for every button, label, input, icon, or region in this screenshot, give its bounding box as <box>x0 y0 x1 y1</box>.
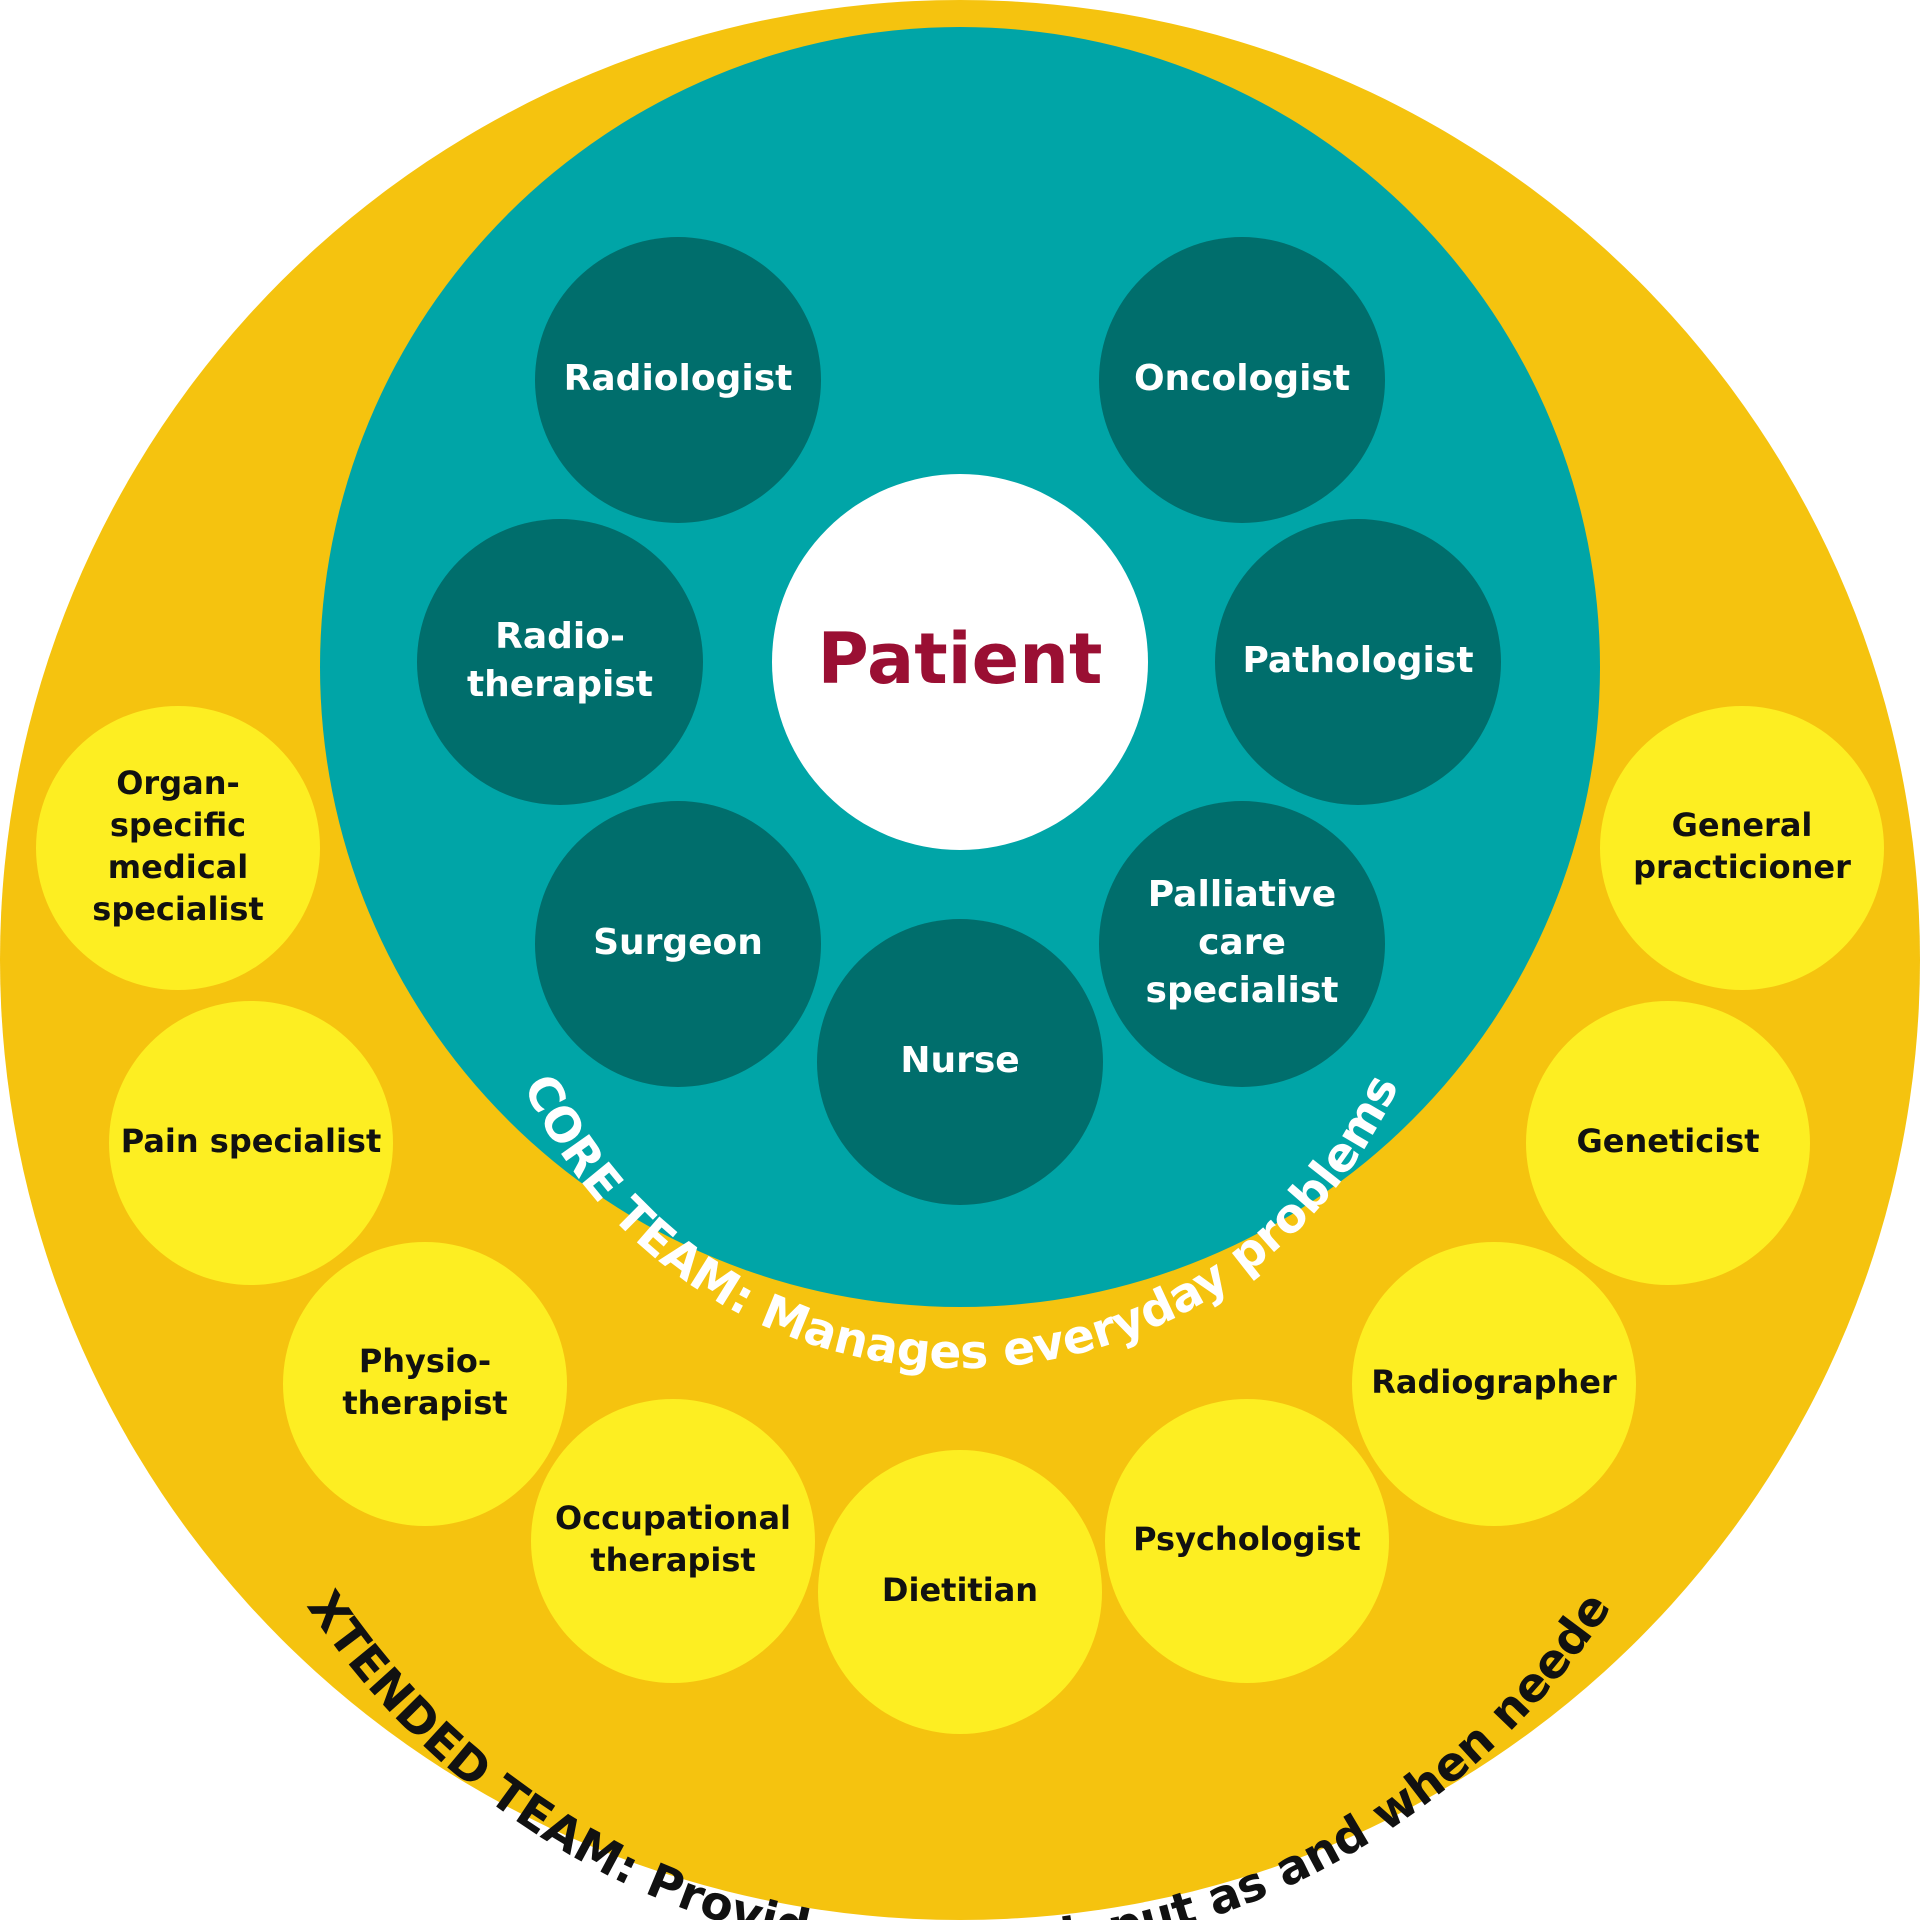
core-member-palliative: Palliative care specialist <box>1099 801 1385 1087</box>
extended-member-label-line: Radiographer <box>1371 1363 1617 1401</box>
extended-member-circle <box>1526 1001 1810 1285</box>
core-member-oncologist: Oncologist <box>1099 237 1385 523</box>
core-member-label-line: Radio- <box>495 616 625 657</box>
extended-member-label: Radiographer <box>1371 1363 1617 1401</box>
core-member-radiologist: Radiologist <box>535 237 821 523</box>
extended-member-label: Dietitian <box>882 1571 1038 1609</box>
extended-member-label: Psychologist <box>1133 1520 1361 1558</box>
extended-member-circle <box>36 706 320 990</box>
core-member-radiotherapist: Radio-therapist <box>417 519 703 805</box>
extended-member-label-line: General <box>1672 806 1813 844</box>
extended-member-psychologist: Psychologist <box>1105 1399 1389 1683</box>
patient-label: Patient <box>818 618 1103 700</box>
core-member-label-line: Nurse <box>900 1040 1019 1081</box>
extended-member-label-line: Dietitian <box>882 1571 1038 1609</box>
extended-member-circle <box>109 1001 393 1285</box>
extended-member-label: Physio-therapist <box>342 1342 507 1422</box>
extended-member-label: Organ-specific medical specialist <box>92 764 263 928</box>
core-member-circle <box>1099 237 1385 523</box>
core-member-label-line: Palliative <box>1148 874 1336 915</box>
extended-member-circle <box>1600 706 1884 990</box>
extended-member-circle <box>531 1399 815 1683</box>
core-member-label-line: Radiologist <box>564 358 793 399</box>
extended-member-label-line: therapist <box>342 1384 507 1422</box>
extended-member-label-line: Organ- <box>116 764 240 802</box>
core-member-surgeon: Surgeon <box>535 801 821 1087</box>
core-member-label: Radio-therapist <box>467 616 653 705</box>
extended-member-physiotherapist: Physio-therapist <box>283 1242 567 1526</box>
patient-circle <box>772 474 1148 850</box>
extended-member-occupational: Occupational therapist <box>531 1399 815 1683</box>
extended-member-geneticist: Geneticist <box>1526 1001 1810 1285</box>
extended-member-label-line: specific <box>110 806 246 844</box>
extended-member-label: Pain specialist <box>121 1122 382 1160</box>
core-member-circle <box>535 237 821 523</box>
extended-member-label-line: Physio- <box>359 1342 491 1380</box>
extended-member-circle <box>1105 1399 1389 1683</box>
core-member-circle <box>535 801 821 1087</box>
patient-node: Patient <box>772 474 1148 850</box>
extended-member-organ-specific: Organ-specific medical specialist <box>36 706 320 990</box>
extended-member-label-line: practicioner <box>1633 848 1851 886</box>
extended-member-label-line: medical <box>108 848 248 886</box>
extended-member-label-line: specialist <box>92 890 263 928</box>
core-member-label: Radiologist <box>564 358 793 399</box>
core-member-label-line: specialist <box>1146 970 1339 1011</box>
extended-member-label-line: Pain specialist <box>121 1122 382 1160</box>
extended-member-label: Occupational therapist <box>555 1499 791 1579</box>
extended-member-label: Geneticist <box>1577 1122 1760 1160</box>
extended-member-label: General practicioner <box>1633 806 1851 886</box>
extended-member-dietitian: Dietitian <box>818 1450 1102 1734</box>
core-member-label-line: therapist <box>467 664 653 705</box>
extended-member-circle <box>1352 1242 1636 1526</box>
extended-member-circle <box>283 1242 567 1526</box>
core-member-label: Oncologist <box>1134 358 1350 399</box>
core-member-label-line: Oncologist <box>1134 358 1350 399</box>
extended-member-circle <box>818 1450 1102 1734</box>
core-member-label-line: Surgeon <box>593 922 763 963</box>
core-member-nurse: Nurse <box>817 919 1103 1205</box>
core-member-label: Surgeon <box>593 922 763 963</box>
core-member-label-line: care <box>1198 922 1286 963</box>
core-member-label: Pathologist <box>1242 640 1473 681</box>
core-member-circle <box>417 519 703 805</box>
extended-member-gp: General practicioner <box>1600 706 1884 990</box>
core-member-label: Nurse <box>900 1040 1019 1081</box>
core-member-circle <box>1099 801 1385 1087</box>
extended-member-radiographer: Radiographer <box>1352 1242 1636 1526</box>
extended-member-label-line: Psychologist <box>1133 1520 1361 1558</box>
extended-member-label-line: Occupational <box>555 1499 791 1537</box>
core-member-label: Palliative care specialist <box>1146 874 1339 1011</box>
core-member-circle <box>817 919 1103 1205</box>
core-member-label-line: Pathologist <box>1242 640 1473 681</box>
extended-member-label-line: Geneticist <box>1577 1122 1760 1160</box>
extended-member-label-line: therapist <box>590 1541 755 1579</box>
extended-member-pain: Pain specialist <box>109 1001 393 1285</box>
core-member-pathologist: Pathologist <box>1215 519 1501 805</box>
core-member-circle <box>1215 519 1501 805</box>
